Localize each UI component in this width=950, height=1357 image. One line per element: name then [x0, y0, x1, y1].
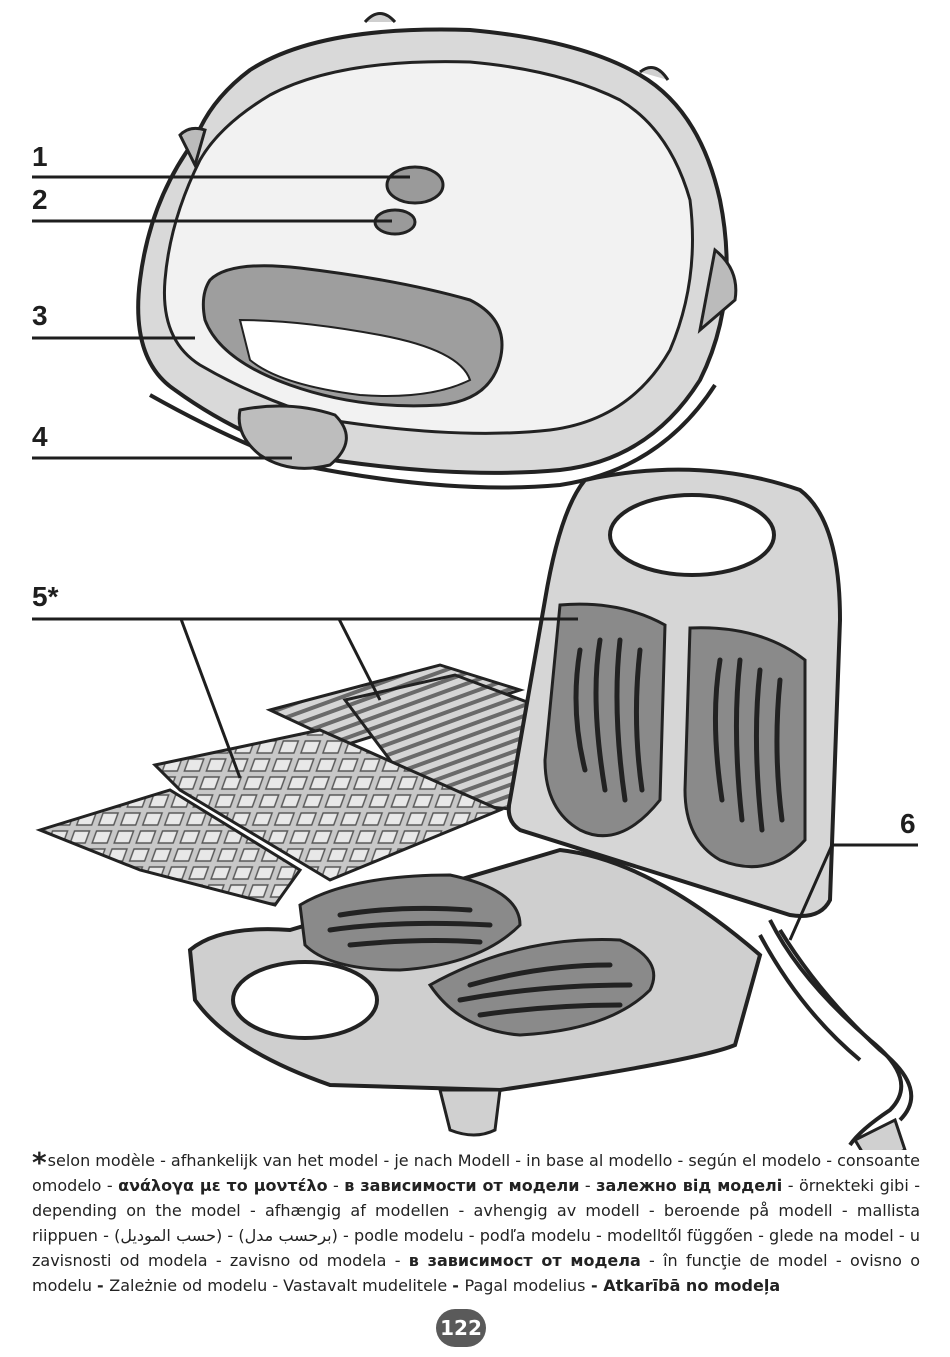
callout-6: 6	[900, 808, 916, 839]
footnote-text-4: - Vastavalt mudelitele	[267, 1276, 453, 1295]
leader-lines	[32, 175, 918, 941]
callout-2: 2	[32, 184, 48, 215]
footnote-ukrainian: залежно від моделі	[596, 1176, 783, 1195]
footnote-polish: Zależnie od modelu	[109, 1276, 268, 1295]
footnote-latvian: Atkarībā no modeļa	[603, 1276, 781, 1295]
footnote-lithuanian: Pagal modelius	[464, 1276, 586, 1295]
page-number: 122	[436, 1309, 486, 1347]
footnote-polish-sep: -	[97, 1276, 110, 1295]
open-appliance	[187, 467, 914, 1150]
callout-4: 4	[32, 421, 48, 452]
footnote-sep-6: -	[585, 1276, 604, 1295]
footnote-greek: ανάλογα με το μοντέλο	[118, 1176, 328, 1195]
footnote-sep-5: -	[452, 1276, 465, 1295]
callout-1: 1	[32, 141, 48, 172]
plates	[35, 663, 537, 907]
model-footnote: *selon modèle - afhankelijk van het mode…	[32, 1148, 920, 1298]
closed-appliance	[136, 12, 738, 490]
footnote-star: *	[32, 1146, 47, 1179]
footnote-bulgarian: в зависимост от модела	[408, 1251, 641, 1270]
footnote-sep-1: -	[327, 1176, 345, 1195]
footnote-text-1: selon modèle - afhankelijk van het model…	[32, 1151, 920, 1195]
callout-3: 3	[32, 300, 48, 331]
footnote-sep-2: -	[579, 1176, 597, 1195]
appliance-illustration	[32, 12, 918, 1150]
plug-icon	[852, 1117, 907, 1150]
footnote-text-2: - örnekteki gibi - depending on the mode…	[32, 1176, 921, 1270]
footnote-russian: в зависимости от модели	[344, 1176, 580, 1195]
footnote-text-3: - în funcţie de model - ovisno o modelu	[32, 1251, 920, 1295]
callout-5: 5*	[32, 581, 59, 612]
